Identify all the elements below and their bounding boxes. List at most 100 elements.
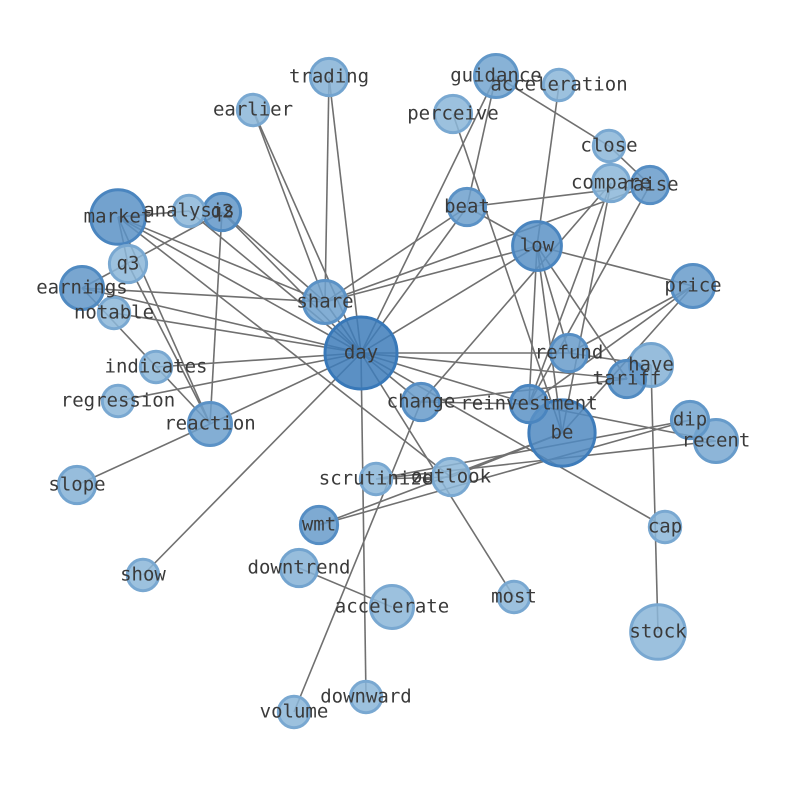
node-tariff xyxy=(606,358,648,400)
edge-reinvestment-compare xyxy=(528,182,612,405)
edge-reaction-slope xyxy=(76,423,211,486)
edge-day-earnings xyxy=(81,287,362,354)
node-label-be: be xyxy=(551,422,574,444)
node-label-raise: raise xyxy=(621,174,678,196)
edge-change-compare xyxy=(420,182,612,403)
node-label-day: day xyxy=(344,342,378,364)
node-label-refund: refund xyxy=(535,342,604,364)
edge-be-compare xyxy=(561,182,612,434)
node-reaction xyxy=(187,401,233,447)
node-scrutinize xyxy=(358,461,394,497)
edge-day-cap xyxy=(360,352,666,528)
node-label-acceleration: acceleration xyxy=(490,74,627,96)
node-label-have: have xyxy=(628,354,674,376)
node-guidance xyxy=(473,53,519,99)
node-label-tariff: tariff xyxy=(593,368,662,390)
node-label-indicates: indicates xyxy=(105,356,208,378)
edge-day-tariff xyxy=(360,352,628,380)
edge-q2-reaction xyxy=(209,211,223,425)
node-label-guidance: guidance xyxy=(450,65,542,87)
edge-day-notable xyxy=(113,312,362,354)
edge-day-earlier xyxy=(252,109,362,354)
node-label-change: change xyxy=(387,391,456,413)
node-label-outlook: outlook xyxy=(411,466,492,488)
node-label-share: share xyxy=(296,291,353,313)
node-change xyxy=(400,381,442,423)
node-label-volume: volume xyxy=(260,701,329,723)
edge-share-low xyxy=(324,245,538,303)
edge-share-beat xyxy=(324,206,468,303)
node-label-dip: dip xyxy=(673,409,707,431)
node-label-low: low xyxy=(520,235,555,257)
node-low xyxy=(511,220,563,272)
node-price xyxy=(670,263,716,309)
node-most xyxy=(496,579,532,615)
edge-day-show xyxy=(142,352,362,576)
node-label-recent: recent xyxy=(682,430,751,452)
node-label-scrutinize: scrutinize xyxy=(319,468,433,490)
node-slope xyxy=(56,464,98,506)
edge-share-raise xyxy=(324,184,651,303)
node-label-notable: notable xyxy=(74,302,154,324)
edge-share-earlier xyxy=(252,109,326,303)
node-label-slope: slope xyxy=(48,474,105,496)
edge-day-downward xyxy=(360,352,367,698)
node-label-regression: regression xyxy=(61,390,175,412)
edge-acceleration-low xyxy=(536,84,560,247)
node-regression xyxy=(100,383,136,419)
node-label-q2: q2 xyxy=(211,201,234,223)
node-label-trading: trading xyxy=(289,66,369,88)
node-accelerate xyxy=(369,584,415,630)
edge-day-guidance xyxy=(360,75,497,354)
node-perceive xyxy=(432,93,474,135)
edge-price-reinvestment xyxy=(528,285,694,405)
node-label-reinvestment: reinvestment xyxy=(460,393,597,415)
node-label-earlier: earlier xyxy=(213,99,293,121)
node-earnings xyxy=(59,265,105,311)
node-indicates xyxy=(138,349,174,385)
node-layer xyxy=(56,53,739,730)
node-label-most: most xyxy=(491,586,537,608)
edge-dip-wmt xyxy=(318,419,691,526)
node-label-show: show xyxy=(120,564,166,586)
node-label-downward: downward xyxy=(320,686,412,708)
node-compare xyxy=(590,162,632,204)
edge-have-stock xyxy=(650,364,659,633)
node-label-cap: cap xyxy=(648,516,682,538)
node-acceleration xyxy=(541,67,577,103)
edge-market-outlook xyxy=(117,216,452,478)
node-label-reaction: reaction xyxy=(164,413,256,435)
node-beat xyxy=(446,186,488,228)
node-label-price: price xyxy=(664,275,721,297)
node-show xyxy=(125,557,161,593)
node-wmt xyxy=(298,504,340,546)
node-label-earnings: earnings xyxy=(36,277,128,299)
label-layer: daybemarketlowstockpriceearningssharerea… xyxy=(36,65,750,723)
edge-share-earnings xyxy=(81,287,326,303)
edge-day-regression xyxy=(117,352,362,402)
node-cap xyxy=(647,509,683,545)
edge-price-refund xyxy=(568,285,694,354)
node-close xyxy=(591,128,627,164)
node-label-wmt: wmt xyxy=(302,514,336,536)
node-label-market: market xyxy=(84,206,153,228)
edge-share-market xyxy=(117,216,326,303)
node-stock xyxy=(629,603,687,661)
node-share xyxy=(302,279,348,325)
node-label-accelerate: accelerate xyxy=(335,596,449,618)
node-earlier xyxy=(235,92,271,128)
node-volume xyxy=(276,694,312,730)
edge-day-trading xyxy=(328,76,362,354)
node-market xyxy=(89,188,147,246)
node-dip xyxy=(669,399,711,441)
node-label-analysis: analysis xyxy=(143,200,235,222)
node-label-beat: beat xyxy=(444,196,490,218)
node-day xyxy=(323,315,399,391)
edge-low-price xyxy=(536,245,694,287)
node-notable xyxy=(96,295,132,331)
node-reinvestment xyxy=(508,383,550,425)
edge-q3-reaction xyxy=(127,263,211,425)
node-raise xyxy=(629,164,671,206)
